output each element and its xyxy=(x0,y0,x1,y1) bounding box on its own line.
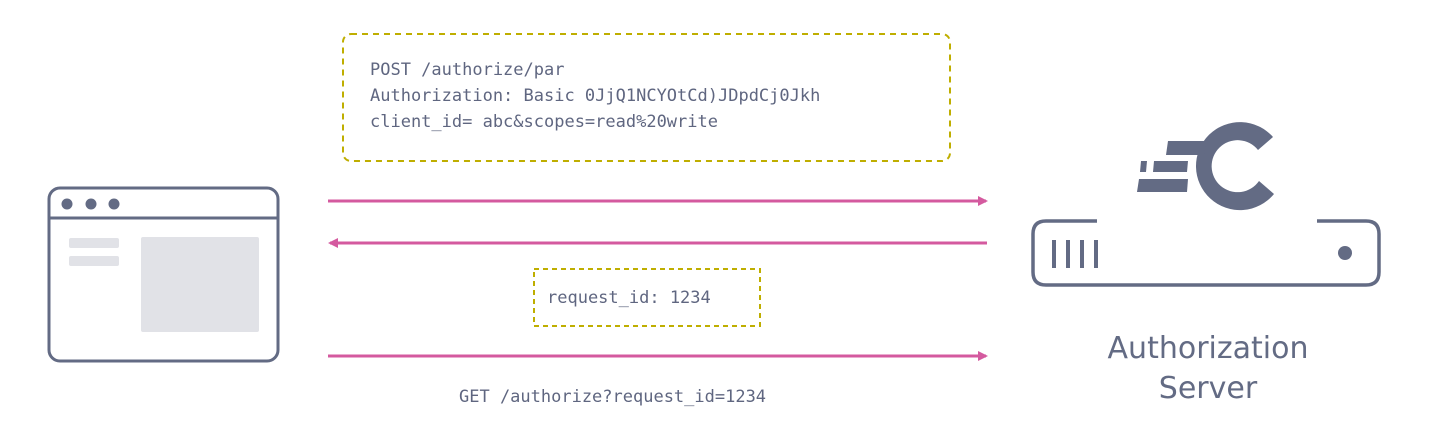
request-line: client_id= abc&scopes=read%20write xyxy=(370,112,718,132)
request-note: POST /authorize/par Authorization: Basic… xyxy=(342,33,951,162)
redirect-text: GET /authorize?request_id=1234 xyxy=(459,387,766,407)
browser-window-icon xyxy=(47,186,280,363)
server-label: Server xyxy=(1159,371,1258,406)
server-label: Authorization xyxy=(1108,331,1309,366)
request-line: Authorization: Basic 0JjQ1NCYOtCd)JDpdCj… xyxy=(370,86,820,106)
request-line: POST /authorize/par xyxy=(370,60,564,80)
response-note: request_id: 1234 xyxy=(533,268,761,327)
server-icon xyxy=(1031,219,1381,287)
server-logo-icon xyxy=(1137,122,1274,211)
response-text: request_id: 1234 xyxy=(547,288,711,308)
